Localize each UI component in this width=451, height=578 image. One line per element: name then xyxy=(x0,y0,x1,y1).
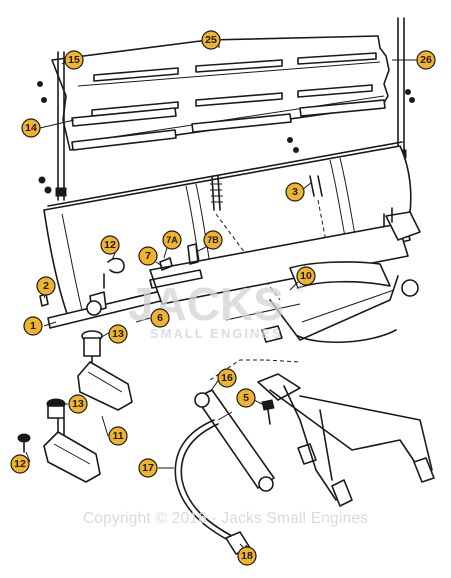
skid-shoe-lower xyxy=(43,431,101,483)
callout-6: 6 xyxy=(150,308,170,328)
callout-label: 7B xyxy=(207,235,219,245)
skid-shoe-upper xyxy=(77,361,133,411)
lower-pin xyxy=(17,433,31,453)
callout-26: 26 xyxy=(416,50,436,70)
callout-label: 14 xyxy=(25,122,37,134)
callout-11: 11 xyxy=(108,426,128,446)
callout-12-upper: 12 xyxy=(100,235,120,255)
callout-label: 25 xyxy=(205,34,217,46)
pivot-bolt xyxy=(261,399,275,425)
callout-label: 1 xyxy=(30,320,36,332)
callout-label: 13 xyxy=(72,398,84,410)
plow-blade xyxy=(43,141,412,323)
callout-label: 10 xyxy=(300,270,312,282)
callout-1: 1 xyxy=(23,316,43,336)
callout-label: 7 xyxy=(145,250,151,262)
callout-7a: 7A xyxy=(162,230,182,250)
lift-frame xyxy=(257,373,435,507)
deflector-flap xyxy=(51,35,390,151)
callout-15: 15 xyxy=(64,50,84,70)
watermark-tagline: SMALL ENGINES xyxy=(150,326,283,341)
hydraulic-hose xyxy=(174,419,233,541)
callout-label: 18 xyxy=(241,550,253,562)
callout-2: 2 xyxy=(36,276,56,296)
callout-18: 18 xyxy=(237,546,257,566)
callout-label: 17 xyxy=(142,462,154,474)
callout-label: 11 xyxy=(112,430,123,442)
callout-label: 2 xyxy=(43,280,49,292)
blade-hardware xyxy=(39,243,203,316)
callout-label: 13 xyxy=(112,328,124,340)
callout-7: 7 xyxy=(138,246,158,266)
mounting-frame xyxy=(149,207,421,343)
callout-label: 16 xyxy=(221,372,233,384)
watermark: JACKS ® SMALL ENGINES xyxy=(128,278,305,341)
callout-label: 3 xyxy=(292,186,298,198)
callout-10: 10 xyxy=(296,266,316,286)
callout-label: 26 xyxy=(420,54,432,66)
callout-13-upper: 13 xyxy=(108,324,128,344)
callout-label: 5 xyxy=(243,392,249,404)
callout-13-lower: 13 xyxy=(68,394,88,414)
callout-16: 16 xyxy=(217,368,237,388)
callout-label: 7A xyxy=(166,235,178,245)
callout-3: 3 xyxy=(285,182,305,202)
callout-5: 5 xyxy=(236,388,256,408)
watermark-registered: ® xyxy=(296,281,305,295)
callout-label: 12 xyxy=(14,458,26,470)
callout-label: 15 xyxy=(68,54,80,66)
callout-label: 12 xyxy=(104,239,116,251)
callout-label: 6 xyxy=(157,312,163,324)
callout-25: 25 xyxy=(201,30,221,50)
hold-down-strip xyxy=(71,99,386,151)
copyright-notice: Copyright © 2016 - Jacks Small Engines xyxy=(82,510,369,527)
callout-12-lower: 12 xyxy=(10,454,30,474)
callout-17: 17 xyxy=(138,458,158,478)
callout-14: 14 xyxy=(21,118,41,138)
roller-upper xyxy=(81,330,103,373)
hydraulic-cylinder xyxy=(194,359,301,492)
marker-rod xyxy=(55,17,407,201)
callout-7b: 7B xyxy=(203,230,223,250)
